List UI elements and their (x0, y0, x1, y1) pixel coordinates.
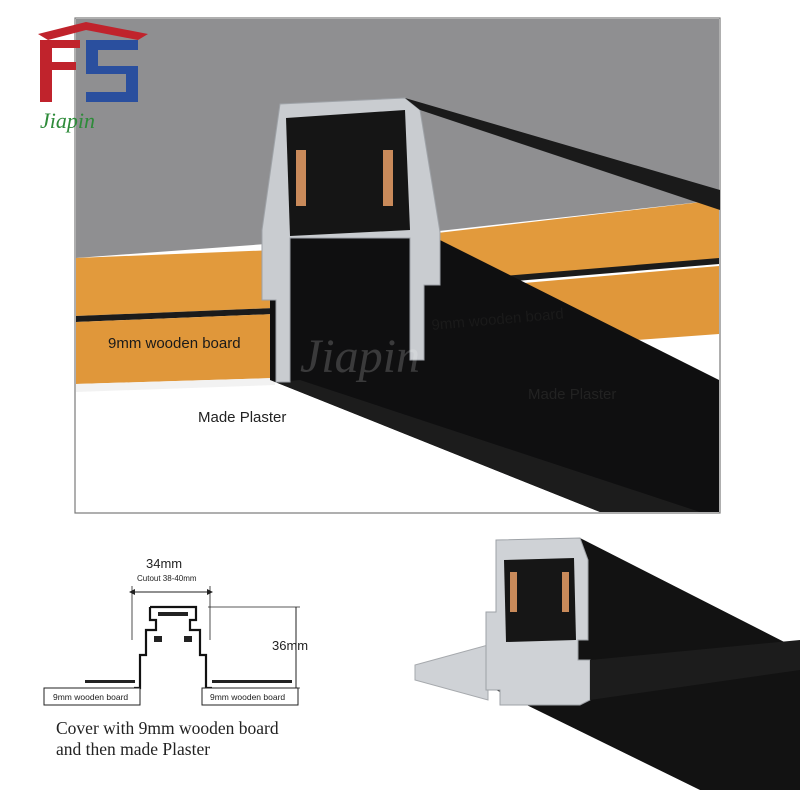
height-dimension-label: 36mm (272, 638, 308, 653)
small-board-left (43, 687, 141, 706)
copper-conductor-left (296, 150, 306, 206)
cross-section-diagram: 34mm Cutout 38-40mm 36mm 9mm wooden boar… (43, 556, 308, 706)
watermark-text: Jiapin (300, 330, 420, 383)
copper-conductor-right (383, 150, 393, 206)
small-board-right (201, 687, 299, 706)
board-joint-left (76, 308, 275, 322)
logo-roof-icon (38, 22, 148, 40)
plaster-label-right: Made Plaster (528, 386, 616, 403)
caption-line-2: and then made Plaster (56, 739, 211, 759)
recessed-track-body (270, 228, 719, 512)
upper-wooden-board-right (420, 200, 719, 283)
small-board-label-right: 9mm wooden board (210, 692, 285, 702)
profile-outline (134, 605, 212, 690)
plaster-edge-left (76, 378, 275, 392)
jiapin-logo: Jiapin (38, 22, 148, 133)
small-board-label-left: 9mm wooden board (53, 692, 128, 702)
product-3d-view (414, 537, 800, 790)
caption-line-1: Cover with 9mm wooden board (56, 718, 279, 738)
track-underside (275, 380, 700, 512)
width-dimension-label: 34mm (146, 556, 182, 571)
logo-text: Jiapin (40, 108, 95, 133)
track-profile-cavity (286, 110, 410, 236)
board-label-left: 9mm wooden board (108, 335, 241, 352)
upper-wooden-board-left (76, 250, 275, 316)
lower-wooden-board-left (76, 314, 275, 384)
track-top-face (405, 98, 720, 210)
plaster-label-left: Made Plaster (198, 409, 286, 426)
cross-section-caption: Cover with 9mm wooden board and then mad… (56, 718, 356, 760)
cutout-dimension-label: Cutout 38-40mm (137, 574, 197, 583)
